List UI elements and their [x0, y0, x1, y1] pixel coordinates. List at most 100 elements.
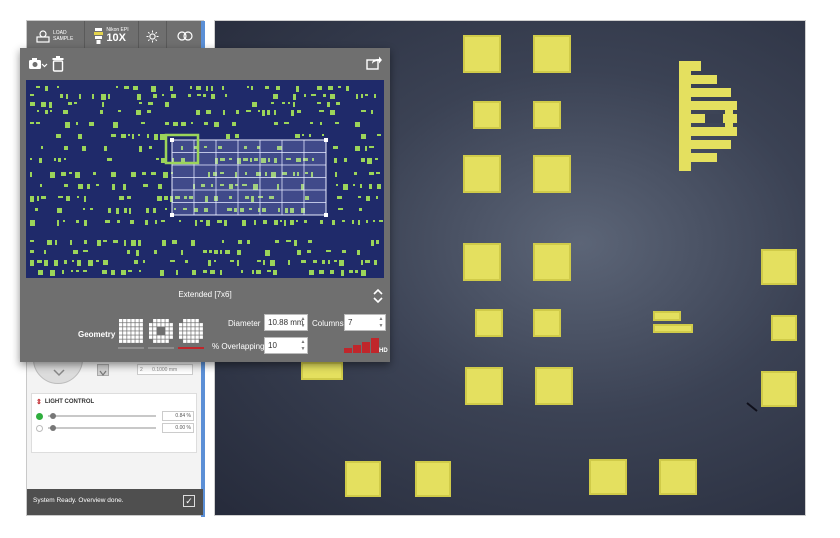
sample-pad [463, 155, 501, 193]
scan-tile[interactable] [237, 164, 261, 178]
overview-feature [242, 220, 246, 226]
check-icon[interactable]: ✓ [183, 495, 195, 507]
scan-tile[interactable] [281, 177, 305, 191]
overview-feature [127, 196, 131, 199]
hd-quality-icon[interactable]: HD [342, 334, 388, 354]
scan-tile[interactable] [281, 202, 305, 216]
scan-tile[interactable] [303, 139, 327, 153]
scan-tile[interactable] [193, 202, 217, 216]
scan-tile[interactable] [303, 177, 327, 191]
trash-icon[interactable] [52, 56, 64, 72]
camera-icon[interactable] [28, 57, 48, 71]
scan-tile[interactable] [215, 164, 239, 178]
scan-area-handle[interactable] [324, 138, 328, 142]
scan-area-handle[interactable] [170, 213, 174, 217]
toggle-view-button[interactable] [167, 21, 203, 51]
overview-feature [74, 102, 77, 104]
light-off-indicator-icon[interactable] [36, 424, 43, 432]
overview-feature [274, 220, 278, 225]
scan-tile[interactable] [215, 202, 239, 216]
scan-tile[interactable] [237, 202, 261, 216]
load-sample-button[interactable]: LOAD SAMPLE [27, 21, 85, 51]
scan-tile[interactable] [303, 164, 327, 178]
overview-feature [277, 146, 282, 150]
scan-tile[interactable] [303, 152, 327, 166]
light-value-1[interactable]: 0.84 % [162, 411, 194, 421]
scan-tile[interactable] [193, 177, 217, 191]
scan-mode-chevrons-icon[interactable] [372, 286, 384, 306]
scan-tile[interactable] [215, 177, 239, 191]
light-on-indicator-icon[interactable] [36, 412, 43, 420]
circle-geometry-icon[interactable] [178, 318, 204, 344]
light-slider-track[interactable] [48, 415, 156, 417]
scan-tile[interactable] [215, 139, 239, 153]
overview-feature [226, 134, 230, 139]
scan-tile[interactable] [237, 152, 261, 166]
diameter-stepper-icon[interactable]: ▲▼ [300, 316, 306, 329]
scan-tile[interactable] [237, 177, 261, 191]
columns-field[interactable]: 7 ▲▼ [344, 314, 386, 331]
grid-geometry-icon[interactable] [118, 318, 144, 344]
overview-feature [68, 102, 72, 105]
scan-tile[interactable] [259, 152, 283, 166]
light-value-2[interactable]: 0.00 % [162, 423, 194, 433]
scan-tile[interactable] [259, 202, 283, 216]
share-icon[interactable] [366, 56, 382, 70]
overlap-stepper-icon[interactable]: ▲▼ [300, 339, 306, 352]
collapse-arrows-icon: ⇕ [36, 399, 42, 406]
diameter-field[interactable]: 10.88 mm ▲▼ [264, 314, 308, 331]
illumination-button[interactable] [139, 21, 167, 51]
scan-tile[interactable] [171, 177, 195, 191]
scan-area-handle[interactable] [170, 138, 174, 142]
overview-feature [176, 270, 178, 275]
scan-tile[interactable] [259, 139, 283, 153]
scan-tile[interactable] [303, 189, 327, 203]
overview-feature [230, 260, 234, 262]
light-slider-knob[interactable] [50, 413, 56, 419]
objective-button[interactable]: Nikon EPI 10X [85, 21, 139, 51]
scan-tile[interactable] [171, 202, 195, 216]
scan-tile[interactable] [215, 189, 239, 203]
overview-feature [235, 184, 238, 186]
scan-tile[interactable] [171, 189, 195, 203]
scan-tile[interactable] [303, 202, 327, 216]
scan-tile[interactable] [193, 164, 217, 178]
microscope-live-view[interactable] [214, 20, 806, 516]
overview-feature [57, 86, 59, 88]
scan-tile[interactable] [237, 139, 261, 153]
stage-step-field[interactable]: 2 0.1000 mm [137, 364, 193, 375]
overview-feature [252, 102, 257, 107]
overlap-field[interactable]: 10 ▲▼ [264, 337, 308, 354]
scan-tile[interactable] [281, 139, 305, 153]
overview-feature [83, 270, 87, 272]
scan-tile[interactable] [281, 189, 305, 203]
overview-feature [37, 196, 39, 201]
light-slider-knob[interactable] [50, 425, 56, 431]
scan-tile[interactable] [259, 164, 283, 178]
overview-feature [163, 172, 168, 178]
ring-geometry-icon[interactable] [148, 318, 174, 344]
light-slider-track[interactable] [48, 427, 156, 429]
linked-circles-icon [176, 31, 193, 41]
scan-tile[interactable] [171, 164, 195, 178]
overview-feature [84, 196, 86, 202]
scan-tile[interactable] [193, 189, 217, 203]
scan-tile[interactable] [281, 164, 305, 178]
scan-area-handle[interactable] [324, 213, 328, 217]
sample-pad [653, 324, 693, 333]
overview-feature [57, 208, 62, 213]
overview-feature [367, 158, 372, 164]
columns-stepper-icon[interactable]: ▲▼ [378, 316, 384, 329]
light-control-header[interactable]: ⇕ LIGHT CONTROL [36, 398, 94, 406]
overview-feature [196, 110, 200, 115]
scan-tile[interactable] [259, 189, 283, 203]
scan-tile[interactable] [171, 139, 195, 153]
scan-tile[interactable] [215, 152, 239, 166]
scan-tile[interactable] [259, 177, 283, 191]
scan-tile[interactable] [237, 189, 261, 203]
overview-feature [214, 260, 216, 262]
scan-area-outline[interactable] [171, 139, 327, 216]
scan-tile[interactable] [281, 152, 305, 166]
overview-image[interactable] [26, 80, 384, 278]
stage-down-button[interactable] [97, 364, 109, 376]
